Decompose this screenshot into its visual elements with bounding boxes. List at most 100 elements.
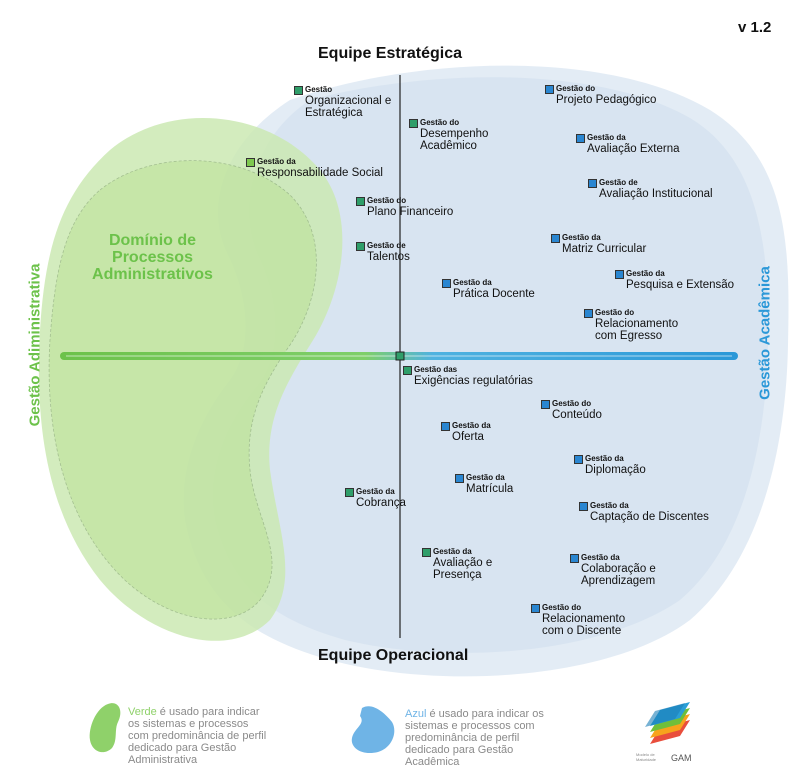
node-square-icon: [422, 548, 431, 557]
node-square-icon: [531, 604, 540, 613]
node-kind: Gestão da: [433, 547, 472, 556]
node-kind: Gestão do: [542, 603, 582, 612]
node-kind: Gestão da: [585, 454, 624, 463]
node-label: Avaliação Externa: [587, 143, 680, 155]
team-strategic-title: Equipe Estratégica: [318, 45, 463, 62]
node-label: Acadêmico: [420, 140, 477, 152]
node-label: Conteúdo: [552, 409, 602, 421]
team-operational-title: Equipe Operacional: [318, 647, 469, 664]
node-kind: Gestão do: [595, 308, 635, 317]
legend-green: Verde é usado para indicar os sistemas e…: [128, 706, 266, 766]
legend-blue-blob-icon: [351, 706, 395, 754]
node-kind: Gestão das: [414, 365, 458, 374]
node-square-icon: [441, 422, 450, 431]
legend-blue-line: é usado para indicar os: [426, 708, 544, 720]
node-square-icon: [442, 279, 451, 288]
node-square-icon: [356, 242, 365, 251]
node-kind: Gestão: [305, 85, 333, 94]
node-label: Colaboração e: [581, 563, 656, 575]
domain-title: Domínio de Processos Administrativos: [70, 232, 235, 283]
node-kind: Gestão da: [562, 233, 601, 242]
admin-domain-blob: [38, 117, 343, 641]
node-kind: Gestão da: [453, 278, 492, 287]
node-label: Captação de Discentes: [590, 511, 709, 523]
node-kind: Gestão da: [452, 421, 491, 430]
node-label: Matrícula: [466, 483, 514, 495]
node-square-icon: [579, 502, 588, 511]
node-label: Desempenho: [420, 128, 489, 140]
node-kind: Gestão do: [556, 84, 596, 93]
node-label: Aprendizagem: [581, 575, 656, 587]
logo-caption-line: Maturidade: [636, 757, 657, 762]
legend-green-line: Administrativa: [128, 754, 198, 766]
node-label: Pesquisa e Extensão: [626, 279, 735, 291]
node-square-icon: [345, 488, 354, 497]
node-square-icon: [574, 455, 583, 464]
academic-domain-inner: [212, 77, 769, 653]
admin-domain-inner: [48, 160, 317, 620]
legend-blue-line: dedicado para Gestão: [405, 744, 514, 756]
node-label: Avaliação Institucional: [599, 188, 713, 200]
node-label: Relacionamento: [542, 613, 626, 625]
node-label: Talentos: [367, 251, 410, 263]
node-label: Estratégica: [305, 107, 363, 119]
legend-blue-line: sistemas e processos com: [405, 720, 535, 732]
node-label: Cobrança: [356, 497, 406, 509]
node-square-icon: [570, 554, 579, 563]
node-square-icon: [584, 309, 593, 318]
node-kind: Gestão de: [599, 178, 638, 187]
node-kind: Gestão da: [466, 473, 505, 482]
node-kind: Gestão da: [626, 269, 665, 278]
legend-green-line: dedicado para Gestão: [128, 742, 237, 754]
node-kind: Gestão de: [367, 241, 406, 250]
node-square-icon: [588, 179, 597, 188]
gam-logo-icon: [645, 702, 690, 744]
logo-caption-line: Modelo de: [636, 752, 655, 757]
node-square-icon: [455, 474, 464, 483]
node-kind: Gestão do: [420, 118, 460, 127]
node-kind: Gestão do: [552, 399, 592, 408]
node-label: Exigências regulatórias: [414, 375, 533, 387]
domain-title-line: Processos: [112, 249, 193, 266]
node-square-icon: [615, 270, 624, 279]
node-label: Oferta: [452, 431, 484, 443]
legend-green-line: é usado para indicar: [156, 706, 260, 718]
node-label: Matriz Curricular: [562, 243, 647, 255]
axis-label-admin: Gestão Adiministrativa: [26, 263, 44, 427]
legend-blue-line: Acadêmica: [405, 756, 460, 768]
node-label: com Egresso: [595, 330, 663, 342]
node-label: Relacionamento: [595, 318, 679, 330]
axis-label-academic: Gestão Acadêmica: [756, 266, 774, 400]
node-label: Organizacional e: [305, 95, 392, 107]
node-kind: Gestão da: [257, 157, 296, 166]
node-square-icon: [576, 134, 585, 143]
legend-green-line: com predominância de perfil: [128, 730, 267, 742]
node-square-icon: [551, 234, 560, 243]
node-kind: Gestão da: [587, 133, 626, 142]
logo-name: GAM: [671, 753, 692, 763]
version-label: v 1.2: [738, 19, 772, 36]
node-label: Presença: [433, 569, 482, 581]
axis-center-marker: [395, 351, 405, 361]
legend-blue: Azul é usado para indicar os sistemas e …: [405, 708, 544, 768]
node-square-icon: [356, 197, 365, 206]
